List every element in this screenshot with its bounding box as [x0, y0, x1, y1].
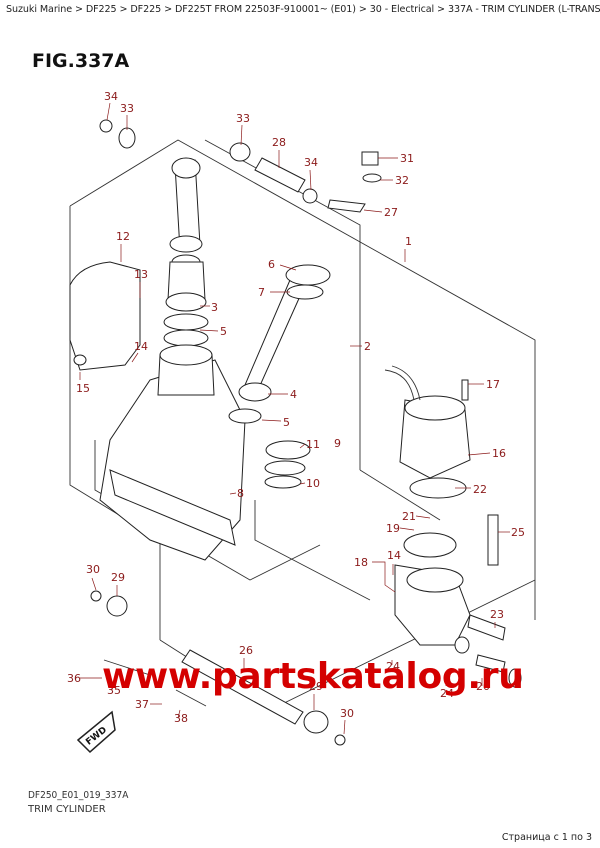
callout-number: 5: [283, 416, 290, 429]
callout-number: 11: [306, 438, 320, 451]
callout-number: 33: [236, 112, 250, 125]
tilt-rod: [228, 264, 331, 489]
callout-number: 31: [400, 152, 414, 165]
callout-number: 32: [395, 174, 409, 187]
callout-number: 3: [211, 301, 218, 314]
footer-model-code: DF250_E01_019_337A: [28, 790, 129, 801]
callout-number: 24: [440, 687, 454, 700]
footer-part-name: TRIM CYLINDER: [28, 804, 106, 815]
callout-number: 5: [220, 325, 227, 338]
callout-number: 27: [384, 206, 398, 219]
pump-block: [394, 514, 522, 688]
cylinder-body: [99, 157, 246, 561]
callout-number: 18: [354, 556, 368, 569]
callout-number: 20: [476, 680, 490, 693]
watermark: www.partskatalog.ru: [102, 656, 524, 697]
callout-number: 37: [135, 698, 149, 711]
upper-pin: [99, 119, 382, 213]
callout-number: 14: [134, 340, 148, 353]
callout-number: 9: [334, 437, 341, 450]
callout-number: 26: [239, 644, 253, 657]
trim-motor: [384, 365, 471, 499]
callout-number: 23: [490, 608, 504, 621]
callout-number: 21: [402, 510, 416, 523]
callout-number: 29: [111, 571, 125, 584]
leader-lines: [79, 102, 510, 735]
figure-title: FIG.337A: [32, 50, 130, 72]
callout-number: 15: [76, 382, 90, 395]
callout-number: 17: [486, 378, 500, 391]
side-cover: [69, 261, 141, 371]
page-status: Страница с 1 по 3: [501, 832, 592, 843]
callout-number: 30: [86, 563, 100, 576]
callout-number: 6: [268, 258, 275, 271]
callout-number: 1: [405, 235, 412, 248]
callout-number: 36: [67, 672, 81, 685]
callout-number: 25: [511, 526, 525, 539]
callout-number: 30: [340, 707, 354, 720]
callout-number: 8: [237, 487, 244, 500]
callout-number: 29: [309, 680, 323, 693]
callout-number: 24: [386, 660, 400, 673]
breadcrumb: Suzuki Marine > DF225 > DF225 > DF225T F…: [6, 4, 600, 15]
callout-number: 33: [120, 102, 134, 115]
callout-number: 22: [473, 483, 487, 496]
callout-number: 16: [492, 447, 506, 460]
callout-number: 38: [174, 712, 188, 725]
callout-number: 34: [304, 156, 318, 169]
callout-number: 10: [306, 477, 320, 490]
fwd-arrow: FWD: [76, 710, 116, 754]
callout-number: 28: [272, 136, 286, 149]
callout-number: 19: [386, 522, 400, 535]
callout-number: 13: [134, 268, 148, 281]
callout-number: 4: [290, 388, 297, 401]
callout-number: 7: [258, 286, 265, 299]
callout-number: 2: [364, 340, 371, 353]
callout-number: 12: [116, 230, 130, 243]
callout-number: 35: [107, 684, 121, 697]
callout-numbers: 34 33 33 28 34 31 32 27 1 12 13 6 7 3 5 …: [67, 90, 525, 725]
callout-number: 14: [387, 549, 401, 562]
callout-number: 34: [104, 90, 118, 103]
